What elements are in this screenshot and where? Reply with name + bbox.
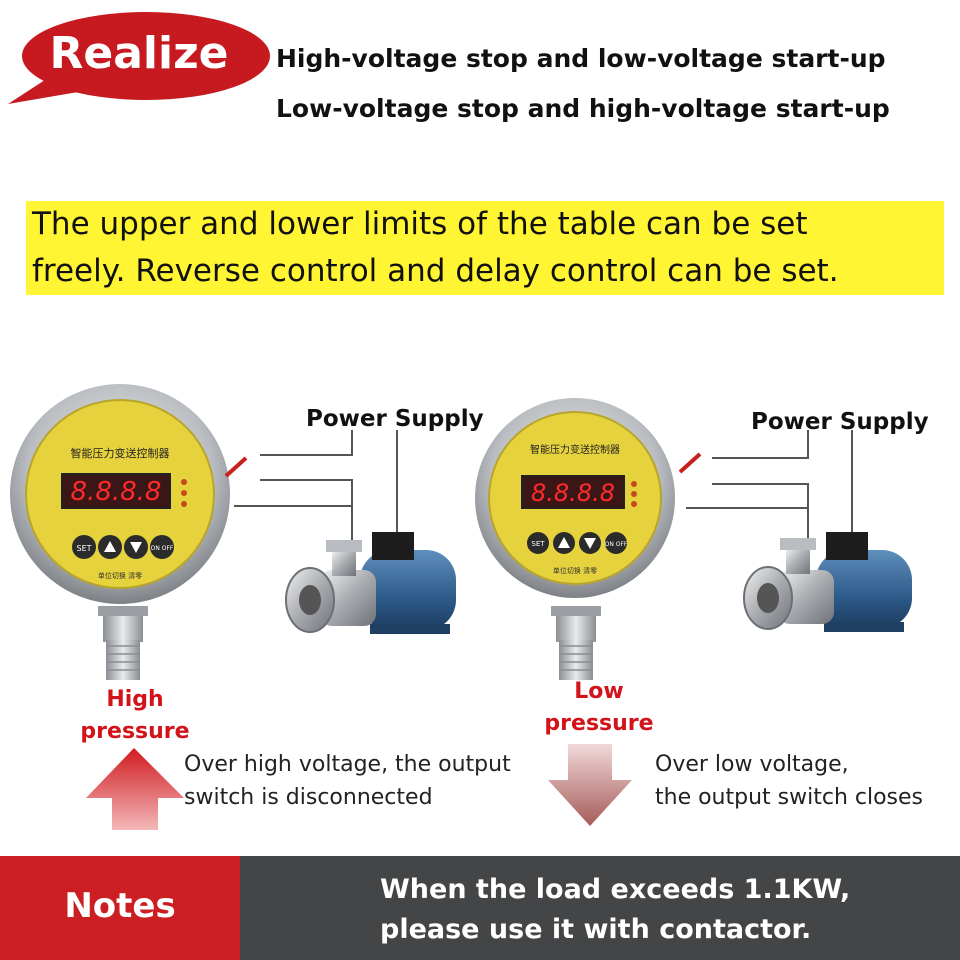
mode-line-2: Low-voltage stop and high-voltage start-…: [276, 94, 890, 123]
svg-text:ON OFF: ON OFF: [151, 545, 174, 552]
svg-text:单位切换 清零: 单位切换 清零: [553, 566, 597, 575]
left-pump: [285, 532, 456, 634]
right-gauge: 8.8.8.8 智能压力变送控制器 SET ON OFF 单位切换 清零: [475, 398, 675, 680]
notes-title-box: [0, 856, 240, 960]
svg-text:SET: SET: [76, 544, 91, 553]
low-description-line-2: the output switch closes: [655, 785, 924, 810]
high-pressure-line-2: pressure: [80, 719, 190, 744]
mode-line-1: High-voltage stop and low-voltage start-…: [276, 44, 886, 73]
notes-line-1: When the load exceeds 1.1KW,: [380, 874, 851, 905]
high-description-line-2: switch is disconnected: [184, 785, 433, 810]
svg-text:ON OFF: ON OFF: [605, 541, 628, 548]
right-power-supply-label: Power Supply: [751, 409, 929, 435]
high-description-line-1: Over high voltage, the output: [184, 752, 511, 777]
realize-badge: Realize: [49, 28, 229, 79]
wiring-diagram: 8.8.8.8 智能压力变送控制器 SET ON OFF 单位切换 清零: [10, 384, 912, 830]
high-pressure-label: High pressure: [60, 684, 210, 748]
down-arrow-icon: [548, 744, 632, 826]
svg-text:8.8.8.8: 8.8.8.8: [531, 479, 615, 507]
svg-text:8.8.8.8: 8.8.8.8: [71, 477, 162, 507]
svg-text:单位切换 清零: 单位切换 清零: [98, 571, 142, 580]
notes-title: Notes: [64, 886, 176, 926]
notes-body-box: [240, 856, 960, 960]
left-gauge: 8.8.8.8 智能压力变送控制器 SET ON OFF 单位切换 清零: [10, 384, 230, 680]
up-arrow-icon: [86, 748, 184, 830]
low-pressure-line-2: pressure: [544, 711, 654, 736]
realize-bubble: [8, 12, 270, 104]
svg-text:智能压力变送控制器: 智能压力变送控制器: [71, 446, 170, 460]
highlight-box: [26, 201, 944, 295]
low-pressure-label: Low pressure: [524, 676, 674, 740]
svg-text:SET: SET: [531, 540, 545, 548]
notes-line-2: please use it with contactor.: [380, 914, 812, 945]
left-power-supply-label: Power Supply: [306, 406, 484, 432]
low-pressure-line-1: Low: [574, 679, 624, 704]
svg-text:智能压力变送控制器: 智能压力变送控制器: [530, 443, 620, 456]
low-pressure-description: Over low voltage, the output switch clos…: [655, 748, 923, 814]
low-description-line-1: Over low voltage,: [655, 752, 849, 777]
highlight-line-1: The upper and lower limits of the table …: [32, 206, 808, 242]
right-pump: [743, 532, 912, 632]
highlight-line-2: freely. Reverse control and delay contro…: [32, 253, 839, 289]
high-pressure-description: Over high voltage, the output switch is …: [184, 748, 511, 814]
right-wires: [686, 430, 853, 590]
high-pressure-line-1: High: [106, 687, 164, 712]
